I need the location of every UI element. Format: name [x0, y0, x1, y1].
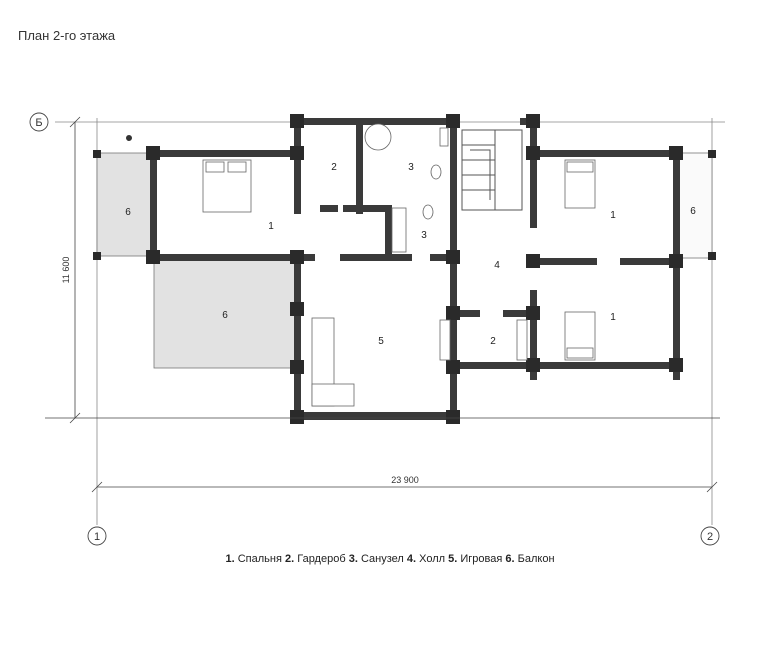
- axis-bubble-b: Б: [29, 112, 49, 132]
- legend: 1. Спальня 2. Гардероб 3. Санузел 4. Хол…: [0, 553, 780, 565]
- height-dimension: 11 600: [45, 116, 720, 424]
- legend-item: 3. Санузел: [348, 553, 404, 565]
- room-label-bath-middle: 3: [421, 230, 427, 241]
- marker-dot: [126, 135, 132, 141]
- width-dimension-label: 23 900: [391, 475, 419, 485]
- legend-item: 2. Гардероб: [284, 553, 346, 565]
- plan-title: План 2-го этажа: [18, 28, 116, 43]
- width-dimension: 23 900: [91, 475, 718, 493]
- axis-label-b: Б: [35, 117, 42, 129]
- axis-bubble-1: 1: [87, 526, 107, 546]
- legend-item: 4. Холл: [406, 553, 446, 565]
- height-dimension-label: 11 600: [61, 257, 71, 284]
- balcony-left-top: [96, 152, 155, 257]
- legend-item: 6. Балкон: [505, 553, 555, 565]
- room-label-balcony-left-top: 6: [125, 207, 131, 218]
- room-label-wardrobe-bottom: 2: [490, 336, 496, 347]
- room-label-hall: 4: [494, 260, 500, 271]
- room-label-bedroom-left: 1: [268, 221, 274, 232]
- room-label-bedroom-right-bottom: 1: [610, 312, 616, 323]
- room-label-playroom: 5: [378, 336, 384, 347]
- wall-posts: [93, 114, 716, 424]
- room-label-bath-top: 3: [408, 162, 414, 173]
- room-label-bedroom-right-top: 1: [610, 210, 616, 221]
- furniture: [126, 123, 596, 407]
- axis-label-2: 2: [707, 531, 713, 543]
- axis-label-1: 1: [94, 531, 100, 543]
- room-labels: 6 1 2 3 3 4 1 6 6 5 2 1: [125, 162, 696, 347]
- legend-item: 5. Игровая: [448, 553, 503, 565]
- stairs: [461, 129, 523, 211]
- balcony-right: [676, 152, 713, 259]
- room-label-wardrobe-top: 2: [331, 162, 337, 173]
- legend-item: 1. Спальня: [225, 553, 282, 565]
- walls: [150, 118, 680, 420]
- axis-bubble-2: 2: [700, 526, 720, 546]
- room-label-balcony-right: 6: [690, 206, 696, 217]
- room-label-terrace-left: 6: [222, 310, 228, 321]
